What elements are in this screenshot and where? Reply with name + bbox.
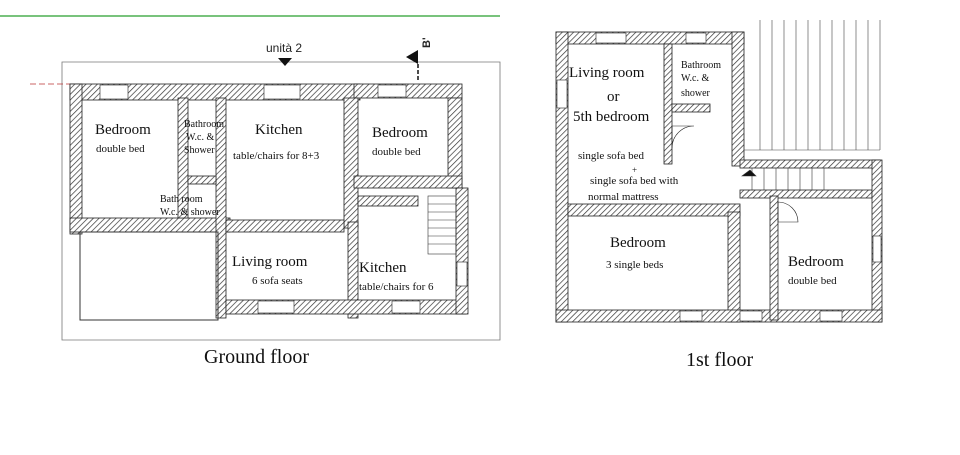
ff-sofa-line2: + [632,165,637,175]
ff-living-room-line1: Living room [569,65,645,81]
ff-sofa-line4: normal mattress [588,191,659,203]
gf-kitchen-small-desc: table/chairs for 6 [359,281,434,293]
first-floor-caption: 1st floor [686,349,754,371]
gf-bedroom-right-name: Bedroom [372,125,428,141]
gf-bathroom-top-line3: Shower [184,145,215,156]
first-floor-plan: Living room or 5th bedroom Bathroom W.c.… [555,20,883,371]
ground-floor-caption: Ground floor [204,346,309,368]
ff-bedroom-right-name: Bedroom [788,254,844,270]
ff-sofa-line1: single sofa bed [578,150,644,162]
roof-lines [740,20,881,151]
ff-bathroom-line2: W.c. & [681,73,709,84]
bathroom-door-swing [671,125,695,149]
ground-floor-plan: unità 2 B' Bedroom double bed Bathroom W… [30,37,501,368]
ff-bedroom-right-desc: double bed [788,275,837,287]
ff-bathroom-line1: Bathroom [681,60,721,71]
ff-bedroom-left-name: Bedroom [610,235,666,251]
ff-living-room-line3: 5th bedroom [573,109,650,125]
ground-floor-openings [99,84,468,314]
ff-living-room-line2: or [607,89,620,105]
gf-living-room-name: Living room [232,254,308,270]
entrance-arrow-icon [278,58,292,66]
ff-bathroom-line3: shower [681,88,711,99]
gf-bedroom-left-name: Bedroom [95,122,151,138]
gf-kitchen-small-name: Kitchen [359,260,407,276]
first-floor-stairs [741,168,825,190]
gf-bedroom-right-desc: double bed [372,146,421,158]
gf-bathroom-bottom-line2: W.c. & shower [160,207,220,218]
bedroom-door-swing [777,201,799,223]
ff-bedroom-left-desc: 3 single beds [606,259,663,271]
first-floor-openings [556,32,882,322]
gf-living-room-desc: 6 sofa seats [252,275,303,287]
unit-label: unità 2 [266,41,302,55]
ff-sofa-line3: single sofa bed with [590,175,679,187]
gf-kitchen-main-name: Kitchen [255,122,303,138]
ground-floor-stairs [427,195,457,255]
gf-bathroom-top-line2: W.c. & [186,132,214,143]
gf-bedroom-left-desc: double bed [96,143,145,155]
section-mark-label: B' [421,37,433,48]
gf-bathroom-bottom-line1: Bath room [160,194,203,205]
gf-bathroom-top-line1: Bathroom [184,119,224,130]
gf-kitchen-main-desc: table/chairs for 8+3 [233,150,320,162]
section-mark-icon [406,50,418,64]
